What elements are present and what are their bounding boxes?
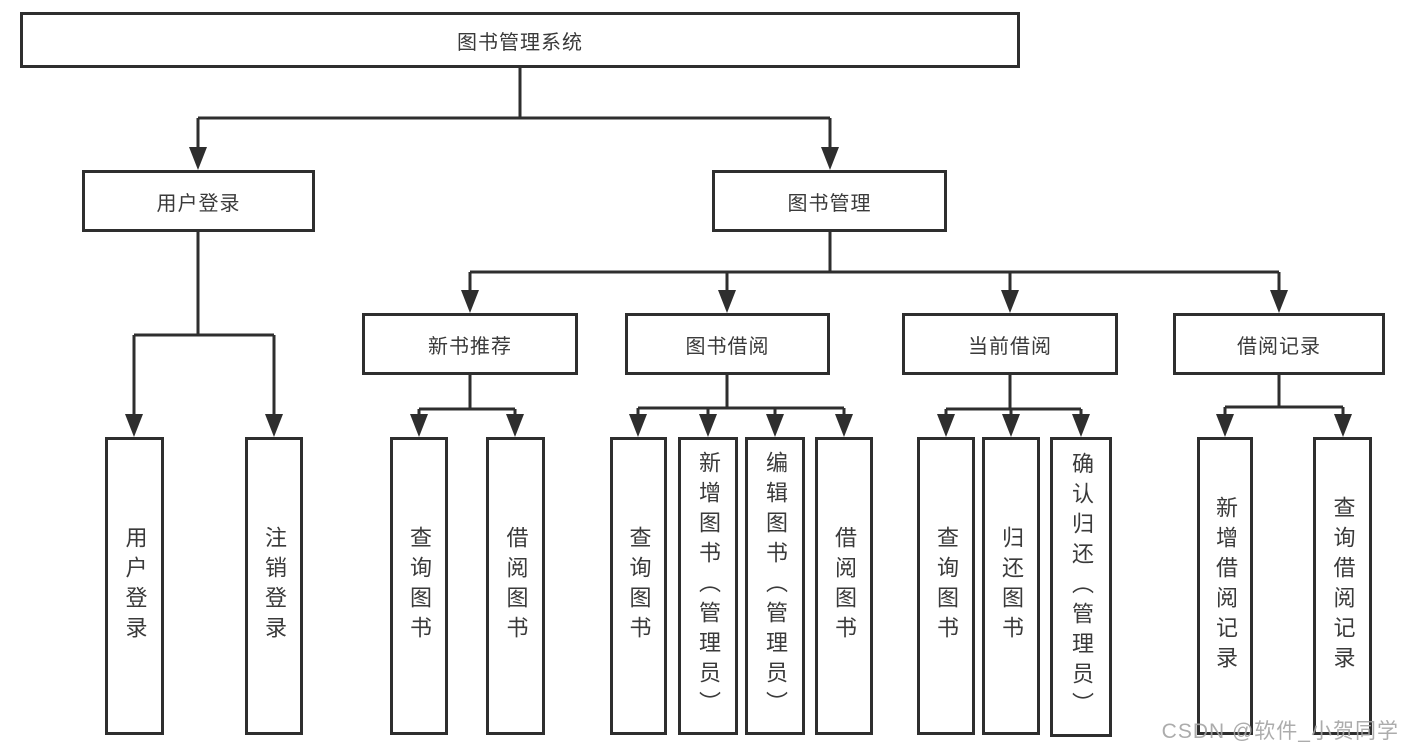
leaf-label: 注销登录 (262, 526, 287, 646)
leaf-logout: 注销登录 (245, 437, 303, 735)
leaf-records-add-record: 新增借阅记录 (1197, 437, 1253, 735)
node-borrowing-records: 借阅记录 (1173, 313, 1385, 375)
leaf-borrowing-query-books: 查询图书 (610, 437, 667, 735)
leaf-label: 查询图书 (934, 526, 959, 646)
node-book-borrowing: 图书借阅 (625, 313, 830, 375)
leaf-current-query-books: 查询图书 (917, 437, 975, 735)
leaf-borrowing-edit-books-admin: 编辑图书（管理员） (745, 437, 805, 735)
leaf-label: 编辑图书（管理员） (763, 451, 788, 721)
leaf-records-query-record: 查询借阅记录 (1313, 437, 1372, 735)
node-label: 借阅记录 (1237, 335, 1321, 358)
node-label: 用户登录 (156, 192, 241, 215)
leaf-borrowing-borrow-books: 借阅图书 (815, 437, 873, 735)
leaf-borrowing-add-books-admin: 新增图书（管理员） (678, 437, 738, 735)
node-book-management: 图书管理 (712, 170, 947, 232)
node-user-login: 用户登录 (82, 170, 315, 232)
leaf-user-login: 用户登录 (105, 437, 164, 735)
node-root-library-system: 图书管理系统 (20, 12, 1020, 68)
node-label: 图书管理 (787, 192, 872, 215)
leaf-current-return-books: 归还图书 (982, 437, 1040, 735)
node-current-borrowing: 当前借阅 (902, 313, 1118, 375)
node-label: 当前借阅 (968, 335, 1052, 358)
leaf-label: 借阅图书 (503, 526, 529, 646)
node-label: 图书管理系统 (457, 31, 583, 54)
leaf-label: 用户登录 (122, 526, 148, 646)
node-label: 图书借阅 (685, 335, 770, 358)
leaf-label: 确认归还（管理员） (1069, 452, 1094, 722)
leaf-current-confirm-return-admin: 确认归还（管理员） (1050, 437, 1112, 737)
node-label: 新书推荐 (428, 335, 512, 358)
leaf-recommend-borrow-books: 借阅图书 (486, 437, 545, 735)
leaf-label: 新增借阅记录 (1213, 496, 1238, 676)
leaf-recommend-query-books: 查询图书 (390, 437, 448, 735)
leaf-label: 查询图书 (626, 526, 652, 646)
leaf-label: 借阅图书 (832, 526, 857, 646)
node-new-book-recommend: 新书推荐 (362, 313, 578, 375)
leaf-label: 查询图书 (407, 526, 432, 646)
leaf-label: 归还图书 (999, 526, 1024, 646)
leaf-label: 查询借阅记录 (1330, 496, 1356, 676)
csdn-watermark: CSDN @软件_小贺同学 (1161, 720, 1399, 743)
leaf-label: 新增图书（管理员） (696, 451, 721, 721)
